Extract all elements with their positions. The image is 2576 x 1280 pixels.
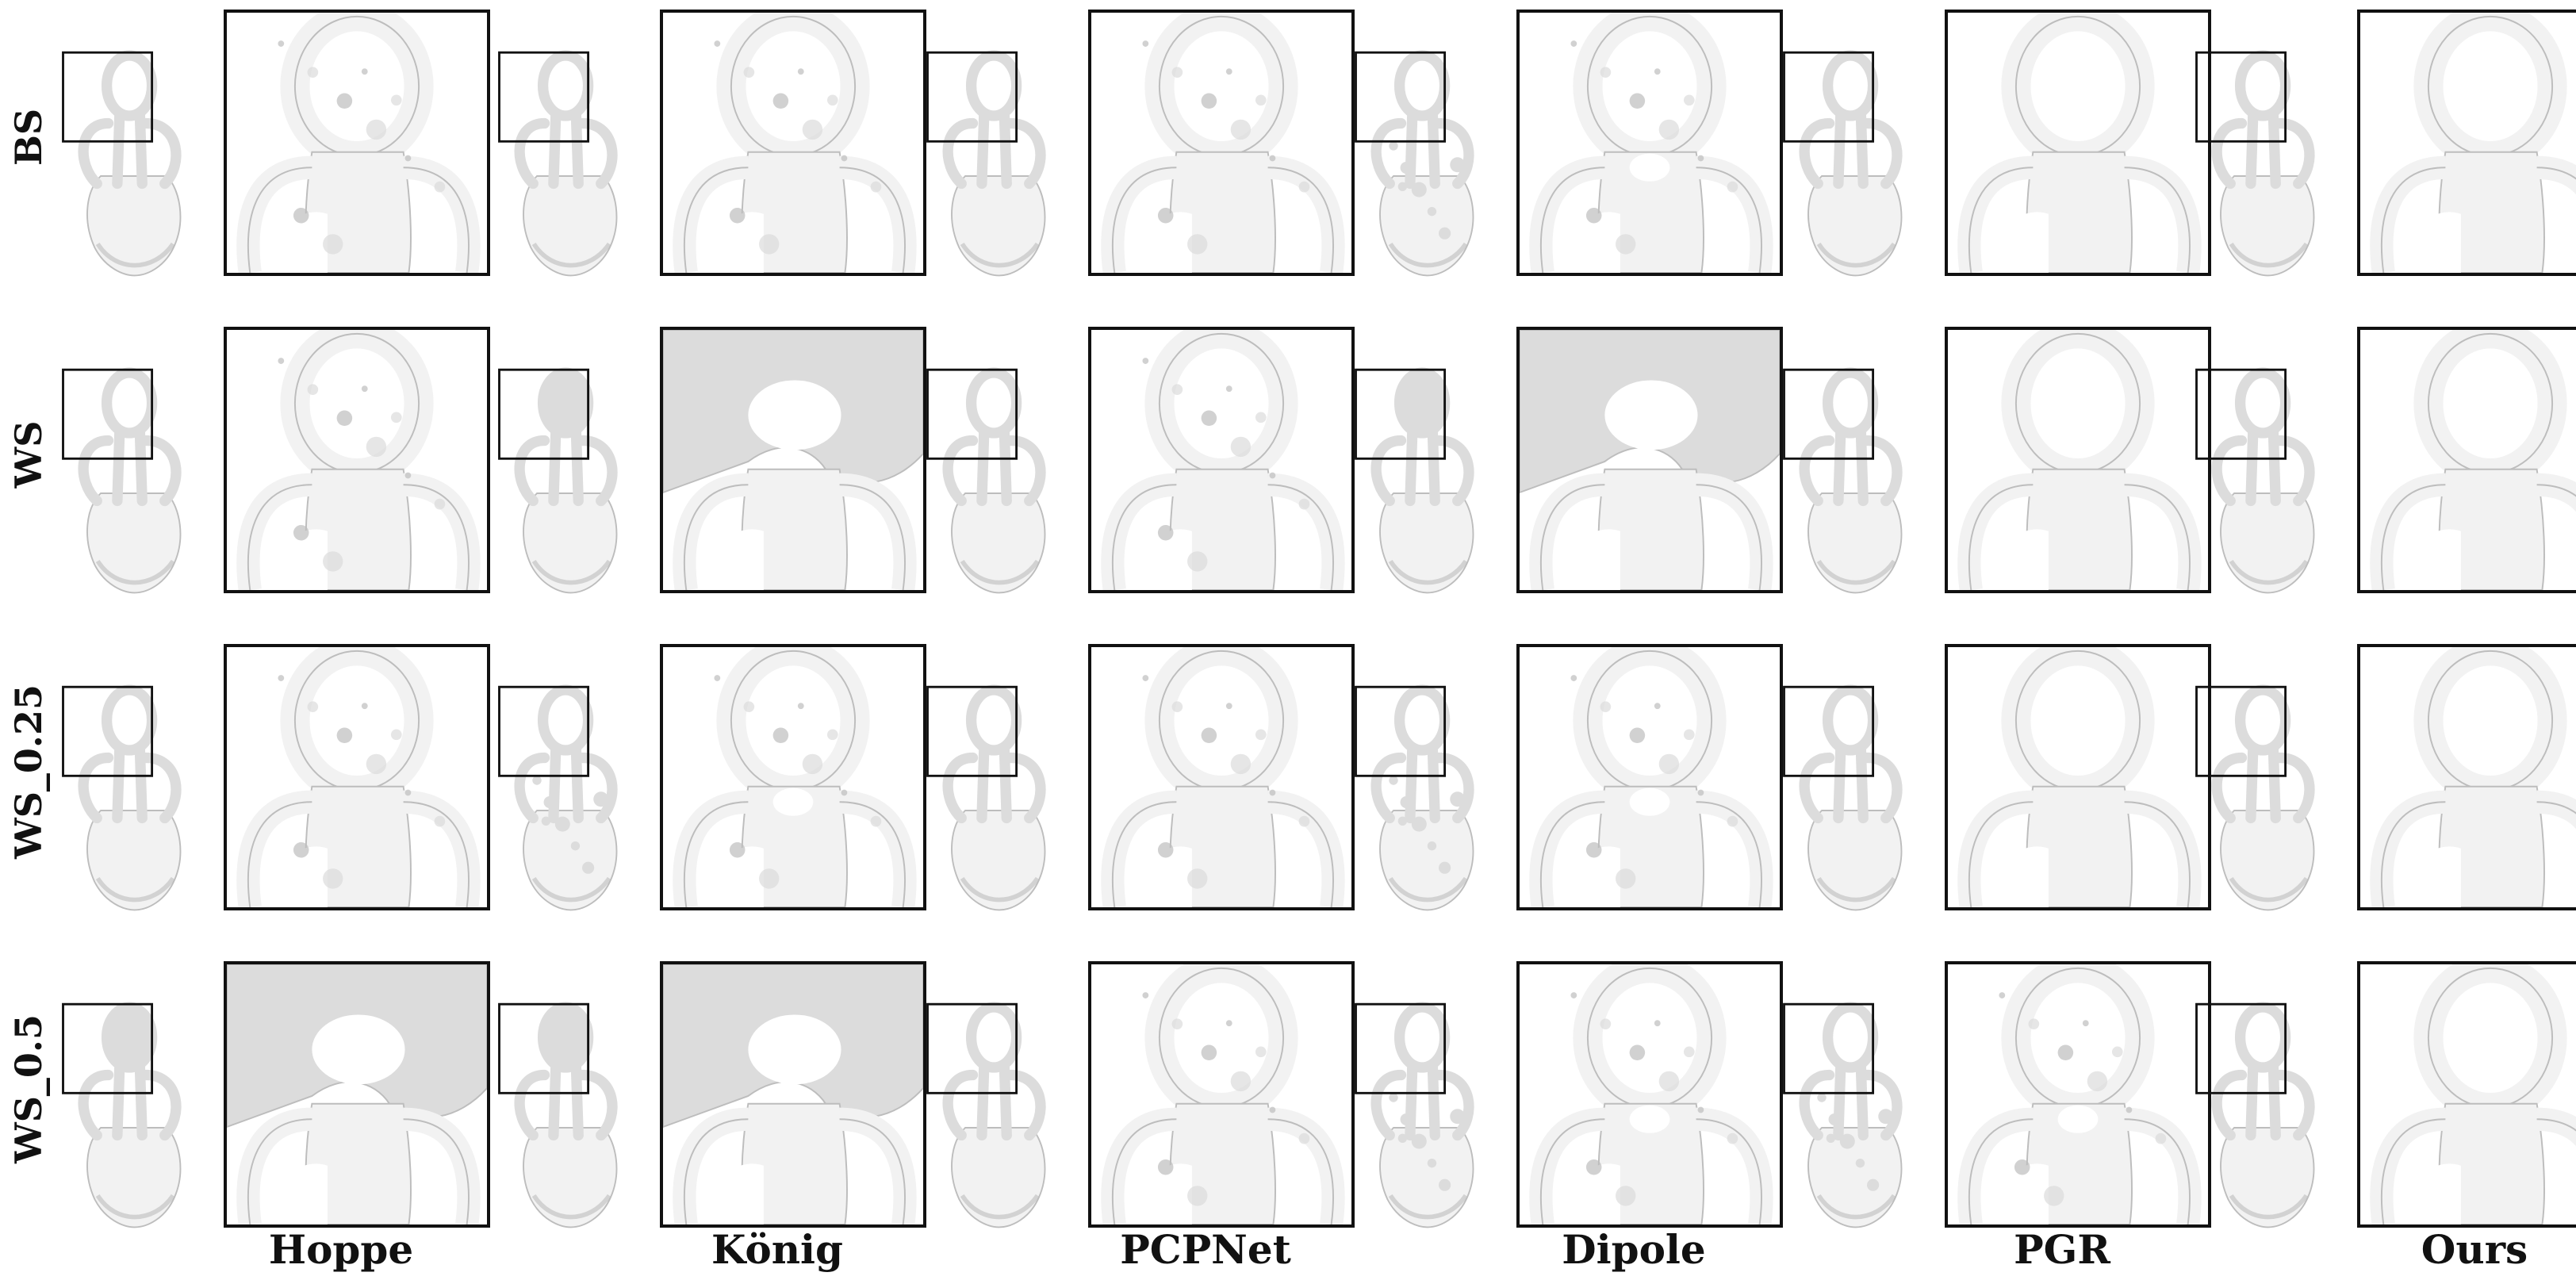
column-label: PGR bbox=[2014, 1226, 2110, 1273]
overview-thumbnail bbox=[1355, 50, 1474, 277]
column-label: Dipole bbox=[1562, 1226, 1706, 1273]
column-label: PCPNet bbox=[1120, 1226, 1291, 1273]
zoom-inset bbox=[224, 644, 490, 910]
zoom-region-marker bbox=[62, 368, 154, 460]
overview-thumbnail bbox=[1783, 1002, 1903, 1228]
zoom-inset bbox=[1516, 961, 1783, 1228]
zoom-inset bbox=[1516, 10, 1783, 276]
overview-thumbnail bbox=[62, 1002, 182, 1228]
zoom-region-marker bbox=[62, 51, 154, 143]
column-label: Ours bbox=[2421, 1226, 2528, 1273]
row-label: WS bbox=[7, 420, 50, 489]
column-label: König bbox=[711, 1226, 844, 1273]
zoom-inset bbox=[660, 644, 926, 910]
overview-thumbnail bbox=[62, 367, 182, 594]
overview-thumbnail bbox=[926, 684, 1046, 911]
zoom-inset bbox=[1945, 961, 2211, 1228]
zoom-region-marker bbox=[2195, 368, 2287, 460]
overview-thumbnail bbox=[926, 50, 1046, 277]
overview-thumbnail bbox=[1355, 1002, 1474, 1228]
zoom-inset bbox=[1088, 327, 1355, 593]
overview-thumbnail bbox=[2195, 50, 2315, 277]
zoom-inset bbox=[1088, 644, 1355, 910]
zoom-region-marker bbox=[2195, 51, 2287, 143]
row-label: BS bbox=[7, 108, 50, 167]
overview-thumbnail bbox=[1355, 684, 1474, 911]
zoom-inset bbox=[660, 961, 926, 1228]
zoom-inset bbox=[1516, 644, 1783, 910]
row-label: WS_0.25 bbox=[7, 684, 50, 859]
zoom-inset bbox=[1088, 10, 1355, 276]
zoom-inset bbox=[1945, 327, 2211, 593]
zoom-region-marker bbox=[926, 51, 1018, 143]
overview-thumbnail bbox=[498, 367, 618, 594]
zoom-region-marker bbox=[2195, 1002, 2287, 1094]
zoom-region-marker bbox=[62, 1002, 154, 1094]
overview-thumbnail bbox=[1783, 684, 1903, 911]
zoom-region-marker bbox=[1783, 685, 1875, 777]
zoom-region-marker bbox=[1355, 1002, 1447, 1094]
zoom-region-marker bbox=[926, 368, 1018, 460]
overview-thumbnail bbox=[2195, 1002, 2315, 1228]
zoom-inset bbox=[224, 10, 490, 276]
overview-thumbnail bbox=[498, 50, 618, 277]
zoom-region-marker bbox=[498, 368, 590, 460]
zoom-inset bbox=[1516, 327, 1783, 593]
overview-thumbnail bbox=[498, 1002, 618, 1228]
overview-thumbnail bbox=[926, 367, 1046, 594]
row-label: WS_0.5 bbox=[7, 1014, 50, 1163]
zoom-inset bbox=[2357, 961, 2576, 1228]
zoom-region-marker bbox=[1355, 685, 1447, 777]
zoom-inset bbox=[660, 327, 926, 593]
zoom-region-marker bbox=[1783, 368, 1875, 460]
zoom-inset bbox=[1088, 961, 1355, 1228]
zoom-region-marker bbox=[2195, 685, 2287, 777]
zoom-inset bbox=[224, 961, 490, 1228]
zoom-region-marker bbox=[926, 685, 1018, 777]
zoom-inset bbox=[2357, 644, 2576, 910]
overview-thumbnail bbox=[2195, 684, 2315, 911]
zoom-inset bbox=[1945, 644, 2211, 910]
zoom-region-marker bbox=[1355, 368, 1447, 460]
overview-thumbnail bbox=[2195, 367, 2315, 594]
overview-thumbnail bbox=[926, 1002, 1046, 1228]
zoom-region-marker bbox=[926, 1002, 1018, 1094]
zoom-region-marker bbox=[62, 685, 154, 777]
zoom-region-marker bbox=[1783, 51, 1875, 143]
column-label: Hoppe bbox=[268, 1226, 414, 1273]
zoom-inset bbox=[2357, 10, 2576, 276]
overview-thumbnail bbox=[62, 684, 182, 911]
overview-thumbnail bbox=[498, 684, 618, 911]
zoom-inset bbox=[660, 10, 926, 276]
zoom-inset bbox=[224, 327, 490, 593]
overview-thumbnail bbox=[1355, 367, 1474, 594]
zoom-region-marker bbox=[1355, 51, 1447, 143]
zoom-region-marker bbox=[498, 1002, 590, 1094]
overview-thumbnail bbox=[1783, 50, 1903, 277]
zoom-region-marker bbox=[498, 685, 590, 777]
zoom-inset bbox=[1945, 10, 2211, 276]
overview-thumbnail bbox=[1783, 367, 1903, 594]
zoom-inset bbox=[2357, 327, 2576, 593]
zoom-region-marker bbox=[1783, 1002, 1875, 1094]
overview-thumbnail bbox=[62, 50, 182, 277]
zoom-region-marker bbox=[498, 51, 590, 143]
